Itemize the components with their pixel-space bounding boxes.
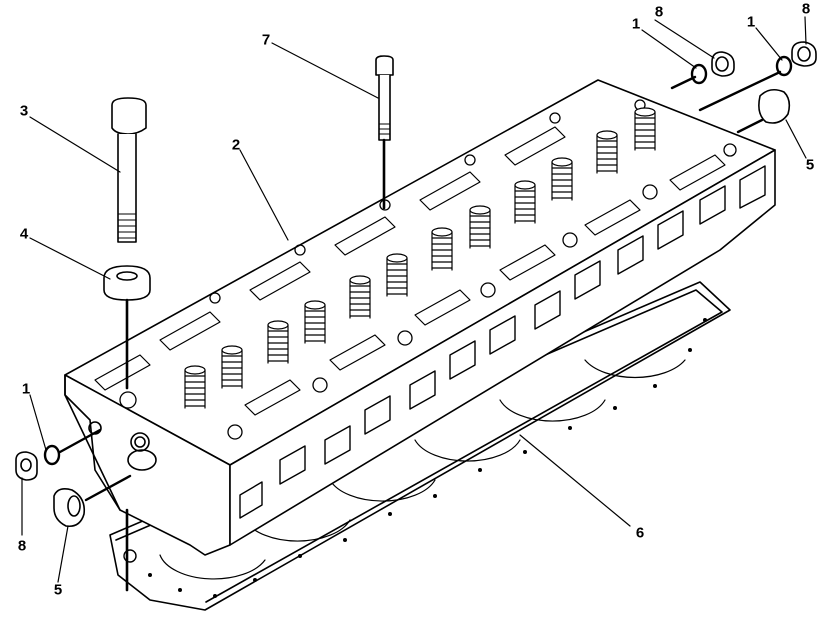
callout-5-left: 5 bbox=[53, 581, 63, 599]
callout-8-left: 8 bbox=[17, 537, 27, 555]
head-bolt bbox=[111, 97, 147, 243]
callout-6: 6 bbox=[635, 524, 645, 542]
callout-4: 4 bbox=[19, 225, 29, 243]
callout-1-front: 1 bbox=[746, 13, 756, 31]
front-axis-upper bbox=[58, 428, 102, 454]
rear-axis-mid bbox=[698, 70, 782, 112]
leader-lines bbox=[21, 16, 807, 583]
front-plug-assemblies bbox=[15, 444, 86, 528]
callout-5-right: 5 bbox=[805, 156, 815, 174]
callout-1-left: 1 bbox=[21, 380, 31, 398]
bolt-washer bbox=[103, 265, 151, 301]
callout-3: 3 bbox=[19, 102, 29, 120]
valve-springs bbox=[184, 107, 656, 409]
rear-axis-lower bbox=[736, 118, 764, 134]
callout-1-rear: 1 bbox=[631, 15, 641, 33]
callout-8-front: 8 bbox=[801, 0, 811, 18]
callout-8-rear: 8 bbox=[654, 3, 664, 21]
rear-axis-upper bbox=[670, 75, 697, 90]
small-bolt bbox=[375, 55, 394, 141]
callout-2: 2 bbox=[231, 136, 241, 154]
front-axis-lower bbox=[84, 474, 132, 502]
rear-plug-assemblies bbox=[690, 41, 817, 124]
callout-7: 7 bbox=[261, 31, 271, 49]
